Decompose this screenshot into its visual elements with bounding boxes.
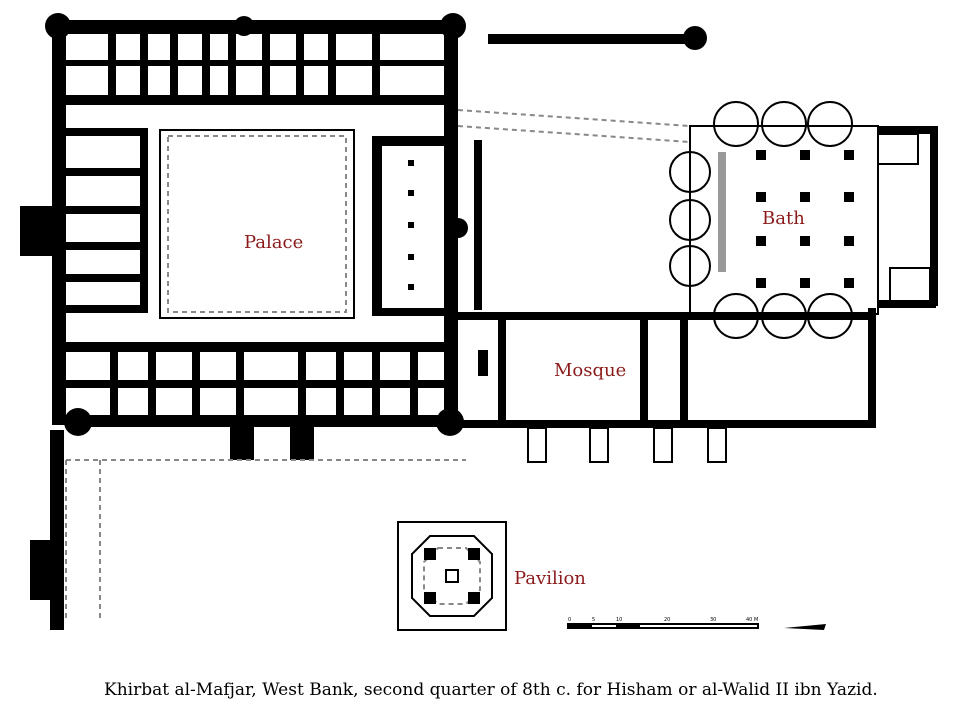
- pavilion-label: Pavilion: [514, 568, 586, 589]
- bath-piers: [756, 150, 854, 288]
- pavilion-block: [397, 521, 507, 631]
- palace-label: Palace: [244, 232, 303, 253]
- west-room-walls: [66, 128, 148, 313]
- scale-tick-30: 30: [710, 617, 716, 623]
- scale-bar: 0 5 10 20 30 40 M: [567, 617, 826, 630]
- north-room-walls: [108, 34, 380, 104]
- bath-block: [669, 101, 938, 428]
- scale-tick-40: 40 M: [746, 617, 758, 623]
- south-arcade: [30, 427, 727, 630]
- bath-label: Bath: [762, 208, 805, 229]
- forecourt: [457, 26, 868, 320]
- mosque-label: Mosque: [554, 360, 626, 381]
- scale-tick-10: 10: [616, 617, 622, 623]
- scale-tick-0: 0: [568, 617, 571, 623]
- mosque-block: [458, 320, 868, 428]
- east-hall-columns: [408, 160, 414, 290]
- figure-caption: Khirbat al-Mafjar, West Bank, second qua…: [104, 680, 878, 700]
- palace-block: [20, 13, 468, 460]
- scale-tick-5: 5: [592, 617, 595, 623]
- north-arrow-icon: [784, 624, 826, 630]
- scale-tick-20: 20: [664, 617, 670, 623]
- south-room-walls: [110, 342, 418, 418]
